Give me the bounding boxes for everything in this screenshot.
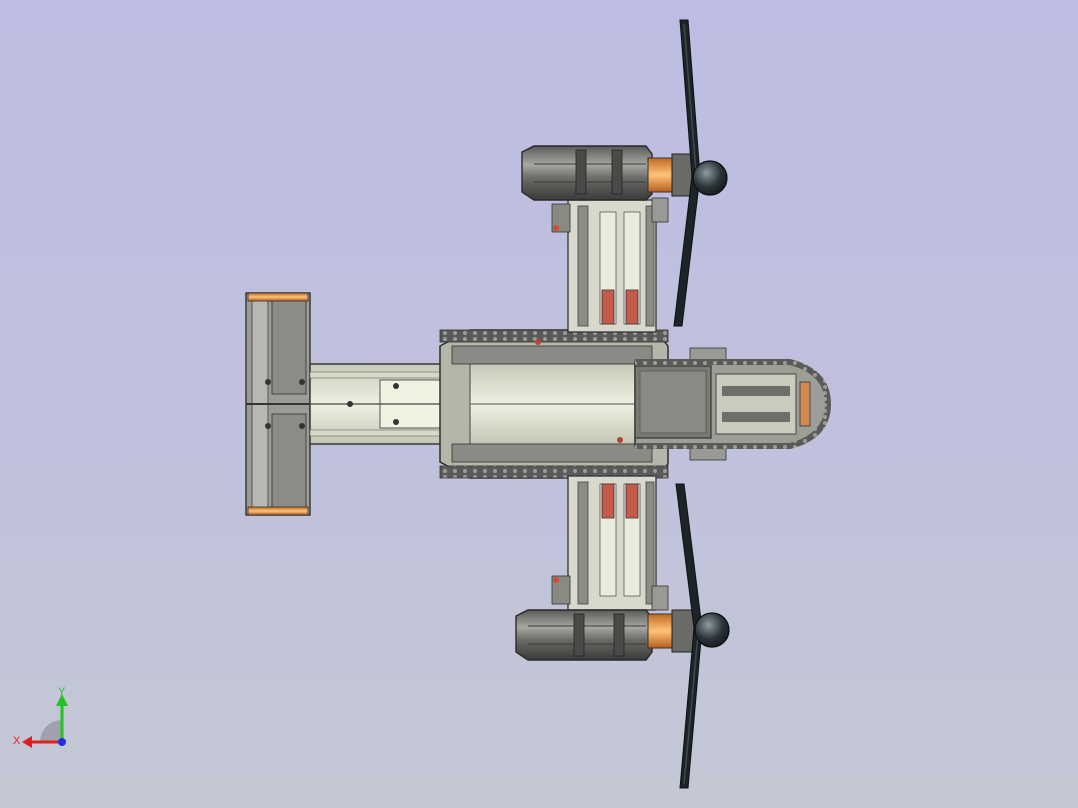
coordinate-triad[interactable]: Y X <box>10 684 80 754</box>
y-axis-label: Y <box>58 686 66 698</box>
fuselage-main <box>439 329 669 479</box>
rotor-lower <box>675 483 730 789</box>
wing-upper <box>551 197 669 333</box>
engine-nacelle-upper <box>521 145 697 201</box>
z-axis-dot <box>58 738 66 746</box>
x-axis-arrowhead <box>22 736 32 748</box>
y-axis-arrowhead <box>56 694 68 706</box>
triad-plane-icon <box>40 720 62 742</box>
engine-nacelle-lower <box>515 609 697 661</box>
tail-assembly <box>245 292 311 516</box>
x-axis-label: X <box>13 735 21 747</box>
rotor-upper <box>673 19 728 327</box>
cockpit-nose <box>634 347 831 461</box>
wing-lower <box>551 475 669 611</box>
